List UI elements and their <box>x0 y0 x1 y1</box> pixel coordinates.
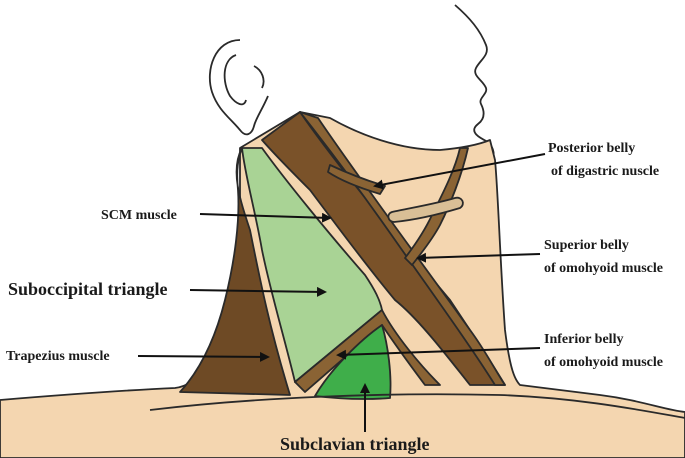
label-superior-omohyoid-line1: Superior belly <box>544 238 629 253</box>
ear-curl <box>253 65 265 89</box>
label-trapezius-muscle: Trapezius muscle <box>6 349 110 364</box>
face-profile <box>454 4 495 163</box>
arrow-icon <box>416 252 541 263</box>
label-inferior-omohyoid-line2: of omohyoid muscle <box>544 355 663 370</box>
label-posterior-digastric-line1: Posterior belly <box>548 141 635 156</box>
inferior-omohyoid-band <box>294 309 441 393</box>
arrow-icon <box>199 212 332 223</box>
digastric-posterior-belly <box>327 164 386 195</box>
ear <box>208 39 269 136</box>
trapezius-muscle <box>179 147 291 396</box>
clavicle-line <box>149 393 685 419</box>
arrow-icon <box>137 351 270 362</box>
hyoid-tendon <box>387 196 464 223</box>
label-suboccipital-triangle: Suboccipital triangle <box>8 279 168 299</box>
arrow-icon <box>336 347 541 360</box>
label-posterior-digastric-line2: of digastric nuscle <box>551 164 659 179</box>
label-superior-omohyoid-line2: of omohyoid muscle <box>544 261 663 276</box>
label-scm-muscle: SCM muscle <box>101 208 177 223</box>
label-inferior-omohyoid-line1: Inferior belly <box>544 332 623 347</box>
arrow-icon <box>189 286 327 297</box>
ear-inner <box>223 54 247 106</box>
label-subclavian-triangle: Subclavian triangle <box>280 434 430 454</box>
arrow-icon <box>373 153 546 190</box>
